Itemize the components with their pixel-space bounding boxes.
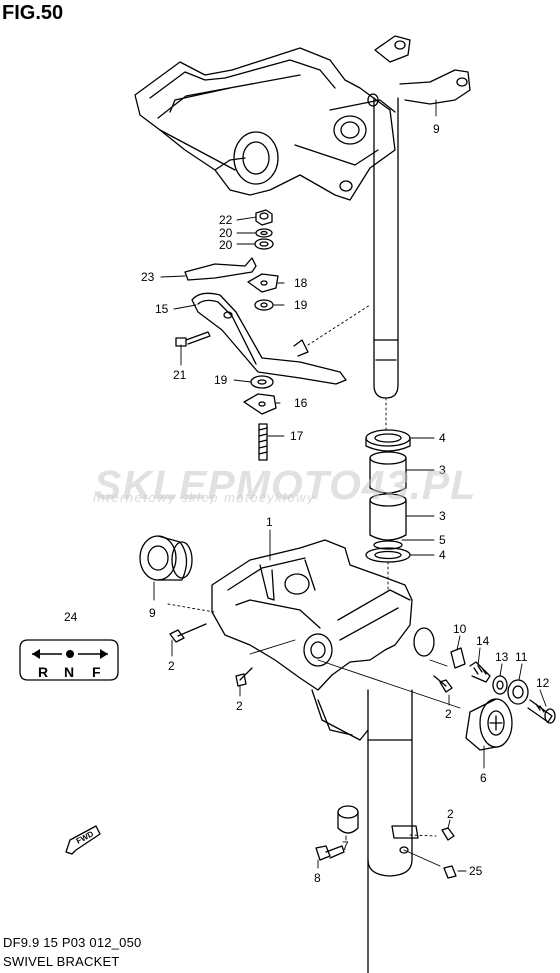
callout-17: 17 [290,429,304,443]
watermark-tagline: internetowy sklep motocyklowy [93,490,315,505]
selector-letter-r: R [38,664,48,680]
callout-19: 19 [294,298,308,312]
callout-6: 6 [480,771,487,785]
shift-selector-panel: R N F [19,639,119,681]
callout-9: 9 [433,122,440,136]
callout-24: 24 [64,610,78,624]
callout-20: 20 [219,226,233,240]
callout-22: 22 [219,213,233,227]
callout-numbers: 22 20 20 23 18 19 15 21 19 16 17 9 4 3 3… [64,122,550,885]
callout-20: 20 [219,238,233,252]
watermark-brand: SKLEPMOTO43.PL [94,462,477,508]
callout-4: 4 [439,431,446,445]
leader-lines [153,99,547,872]
callout-11: 11 [515,650,528,664]
callout-3: 3 [439,509,446,523]
callout-4: 4 [439,548,446,562]
callout-2: 2 [168,659,175,673]
callout-9: 9 [149,606,156,620]
callout-13: 13 [495,650,509,664]
callout-1: 1 [266,515,273,529]
callout-21: 21 [173,368,187,382]
callout-2: 2 [447,807,454,821]
selector-letter-f: F [92,664,101,680]
pivot-cap [465,698,513,751]
forward-direction-arrow [65,825,101,855]
main-swivel-bracket [211,539,435,973]
figure-code: DF9.9 15 P03 012_050 [3,935,142,950]
callout-10: 10 [453,622,467,636]
small-hardware-stack [175,209,347,461]
callout-14: 14 [476,634,490,648]
selector-letter-n: N [64,664,74,680]
callout-2: 2 [445,707,452,721]
small-bolts [169,623,457,879]
figure-title: FIG.50 [2,2,64,24]
callout-7: 7 [342,839,349,853]
callout-19: 19 [214,373,228,387]
upper-swivel-bracket [134,35,471,399]
callout-5: 5 [439,533,446,547]
left-bushing [139,535,193,581]
callout-23: 23 [141,270,155,284]
callout-12: 12 [536,676,550,690]
callout-3: 3 [439,463,446,477]
right-side-hardware [450,647,556,724]
callout-25: 25 [469,864,483,878]
callout-18: 18 [294,276,308,290]
callout-2: 2 [236,699,243,713]
callout-8: 8 [314,871,321,885]
callout-16: 16 [294,396,308,410]
figure-name: SWIVEL BRACKET [3,954,120,969]
callout-15: 15 [155,302,169,316]
